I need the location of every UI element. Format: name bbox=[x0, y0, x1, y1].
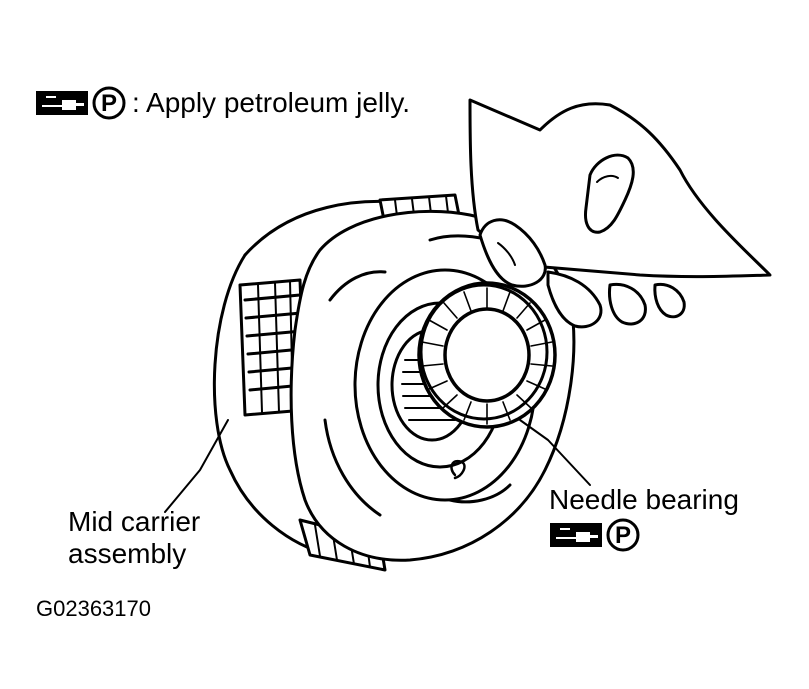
petroleum-jelly-symbol-icon: P bbox=[92, 86, 126, 120]
needle-bearing bbox=[417, 281, 557, 429]
symbol-letter: P bbox=[101, 90, 117, 117]
petroleum-jelly-symbol-icon: P bbox=[606, 518, 640, 552]
needle-bearing-symbols: P bbox=[550, 518, 640, 552]
hand bbox=[468, 98, 772, 329]
index-finger bbox=[478, 218, 547, 288]
needle-bearing-label: Needle bearing bbox=[549, 484, 739, 515]
grease-gun-icon bbox=[36, 91, 88, 115]
mid-carrier-label-line2: assembly bbox=[68, 538, 187, 569]
needle-bearing-leader bbox=[519, 419, 591, 486]
bearing-outer-edge-2 bbox=[419, 283, 549, 421]
ring-finger bbox=[608, 282, 647, 326]
mid-carrier-leader bbox=[164, 419, 229, 513]
legend-text: : Apply petroleum jelly. bbox=[132, 87, 411, 118]
grease-gun-icon bbox=[550, 523, 602, 547]
bearing-needles bbox=[421, 287, 553, 425]
figure-code: G02363170 bbox=[36, 596, 151, 621]
mid-carrier-label-line1: Mid carrier bbox=[68, 506, 201, 537]
legend: P : Apply petroleum jelly. bbox=[36, 86, 410, 120]
little-finger bbox=[653, 282, 686, 319]
carrier-outer-shell bbox=[212, 253, 332, 557]
plate-hook bbox=[450, 459, 466, 480]
thumb bbox=[584, 153, 635, 234]
bearing-inner-edge bbox=[443, 307, 531, 403]
symbol-letter: P bbox=[615, 522, 631, 549]
middle-finger bbox=[546, 270, 603, 329]
